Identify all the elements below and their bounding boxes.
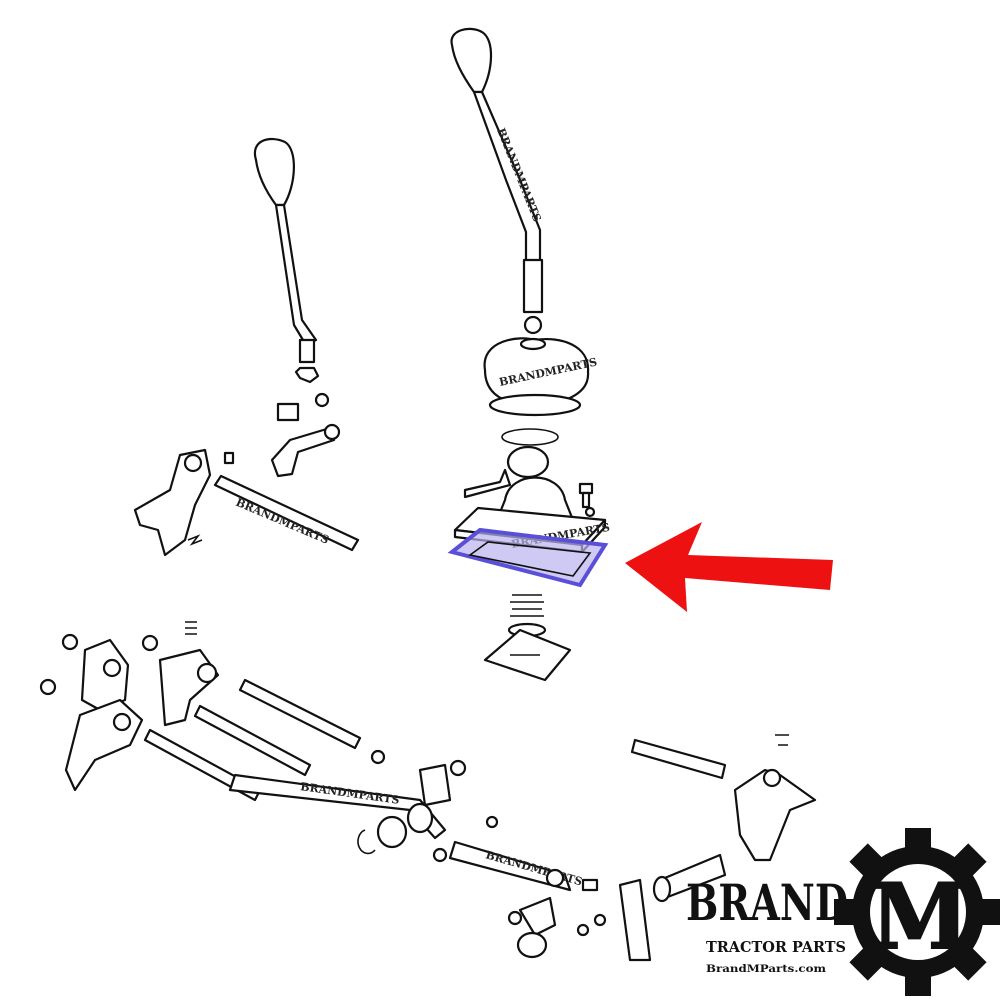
left-shift-lever <box>253 137 341 478</box>
spring-and-plate <box>483 594 572 682</box>
red-arrow <box>625 522 833 612</box>
highlighted-gasket <box>447 527 609 588</box>
logo-brand: BRAND <box>686 873 848 932</box>
left-shift-fork: BRANDMPARTS <box>133 448 360 557</box>
shift-link: BRANDMPARTS <box>432 815 607 959</box>
shift-rails: BRANDMPARTS <box>143 678 467 855</box>
main-shift-lever: BRANDMPARTS <box>450 27 544 335</box>
lower-shift-forks <box>39 621 220 792</box>
gear-icon <box>834 828 1000 996</box>
right-shift-fork <box>618 734 817 962</box>
rubber-boot: BRANDMPARTS <box>483 337 598 446</box>
logo-tagline: TRACTOR PARTS <box>706 938 846 956</box>
logo-letter: M <box>870 864 970 970</box>
logo-website: BrandMParts.com <box>706 964 826 975</box>
brand-m-logo: M BRAND TRACTOR PARTS BrandMParts.com <box>686 828 1000 996</box>
